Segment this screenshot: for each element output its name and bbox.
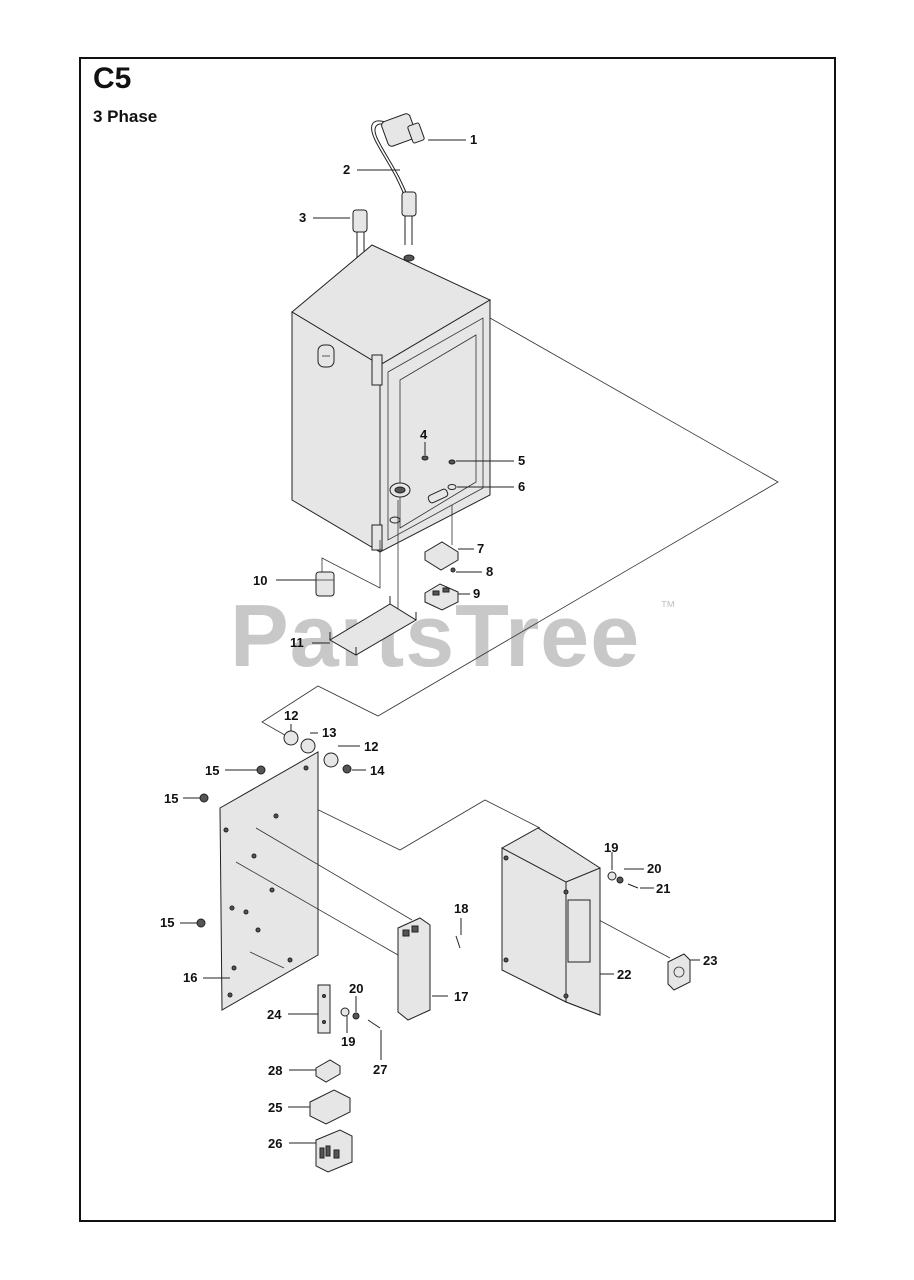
assembly-guide-line-4 <box>277 789 541 851</box>
callout-21: 21 <box>656 881 670 896</box>
enclosure-box <box>291 244 492 553</box>
switch-parts <box>424 541 459 611</box>
callout-17: 17 <box>454 989 468 1004</box>
cable-gland-side <box>315 571 335 597</box>
callout-6: 6 <box>518 479 525 494</box>
callout-12-b: 12 <box>364 739 378 754</box>
contactor-box <box>501 827 601 1016</box>
washers <box>283 730 352 774</box>
callout-11: 11 <box>290 635 304 650</box>
callout-19-a: 19 <box>604 840 618 855</box>
callout-20-a: 20 <box>647 861 661 876</box>
callout-9: 9 <box>473 586 480 601</box>
callout-24: 24 <box>267 1007 282 1022</box>
screw-27 <box>367 1019 381 1029</box>
callout-1: 1 <box>470 132 477 147</box>
callout-26: 26 <box>268 1136 282 1151</box>
assembly-guide-line-1 <box>261 317 779 739</box>
callout-2: 2 <box>343 162 350 177</box>
callout-7: 7 <box>477 541 484 556</box>
mounting-plate <box>219 751 413 1011</box>
assembly-guide-line-2 <box>321 540 381 589</box>
trademark-symbol: ™ <box>660 599 676 616</box>
callout-18: 18 <box>454 901 468 916</box>
callout-23: 23 <box>703 953 717 968</box>
callout-13: 13 <box>322 725 336 740</box>
callout-25: 25 <box>268 1100 282 1115</box>
nut-20 <box>352 1012 360 1020</box>
callout-15-a: 15 <box>205 763 219 778</box>
callout-19-b: 19 <box>341 1034 355 1049</box>
leader-lines <box>180 139 700 1144</box>
cover-clip <box>667 953 691 991</box>
plug-cable-assembly <box>371 113 425 262</box>
small-hardware-right <box>607 871 639 889</box>
callout-15-b: 15 <box>164 791 178 806</box>
callout-28: 28 <box>268 1063 282 1078</box>
diagram-frame <box>79 57 836 1222</box>
page-title: C5 <box>93 62 132 95</box>
callout-27: 27 <box>373 1062 387 1077</box>
base-plate-small <box>329 596 417 656</box>
callout-3: 3 <box>299 210 306 225</box>
callout-14: 14 <box>370 763 385 778</box>
rail-component <box>397 917 431 1021</box>
callout-15-c: 15 <box>160 915 174 930</box>
page-subtitle: 3 Phase <box>93 107 158 126</box>
callout-10: 10 <box>253 573 267 588</box>
callout-20-b: 20 <box>349 981 363 996</box>
callout-5: 5 <box>518 453 525 468</box>
screw-18 <box>455 935 461 949</box>
callout-16: 16 <box>183 970 197 985</box>
callout-12-a: 12 <box>284 708 298 723</box>
washer-19 <box>340 1007 350 1017</box>
callout-22: 22 <box>617 967 631 982</box>
callout-4: 4 <box>420 427 428 442</box>
din-bracket <box>317 984 331 1034</box>
callout-8: 8 <box>486 564 493 579</box>
terminal-parts <box>309 1059 353 1173</box>
